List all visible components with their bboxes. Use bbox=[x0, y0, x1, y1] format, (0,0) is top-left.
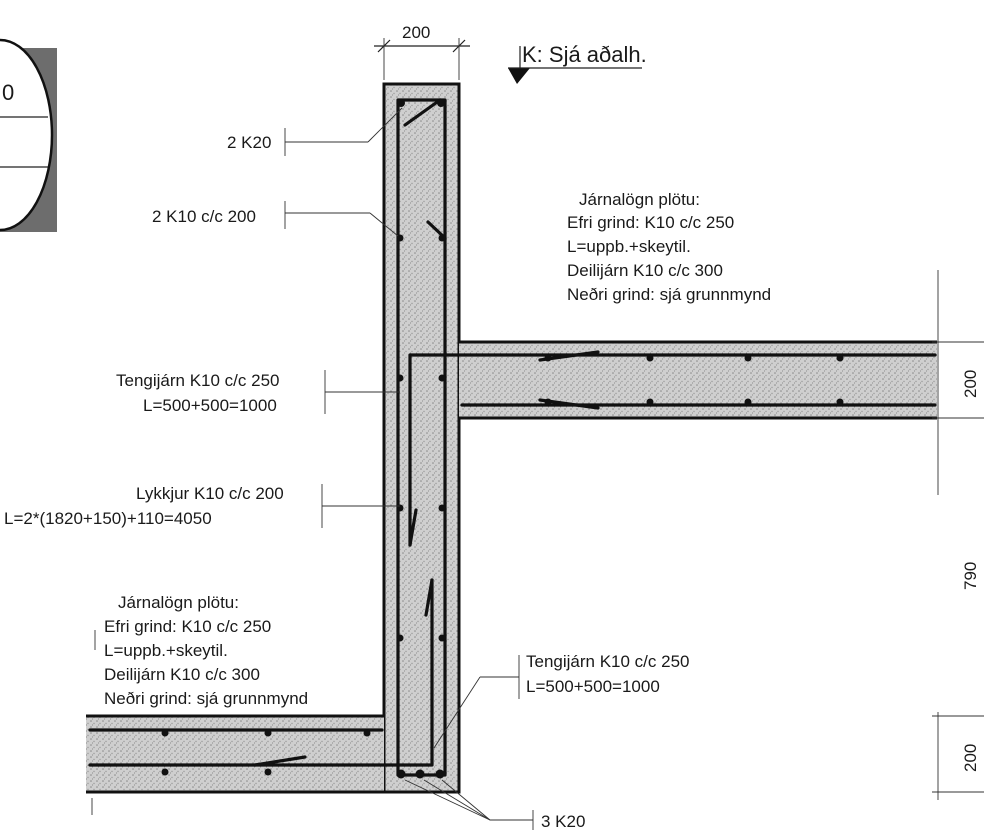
note-line: Deilijárn K10 c/c 300 bbox=[567, 261, 723, 280]
label-lower-ties-2: L=500+500=1000 bbox=[526, 677, 660, 696]
label-bottom-bars: 3 K20 bbox=[541, 812, 585, 831]
wall-section bbox=[382, 82, 461, 794]
rebar-dot bbox=[435, 769, 445, 779]
note-line: Efri grind: K10 c/c 250 bbox=[567, 213, 734, 232]
rebar-dot bbox=[544, 398, 552, 406]
note-line: Járnalögn plötu: bbox=[579, 190, 700, 209]
rebar-dot bbox=[438, 234, 446, 242]
wall-stirrup-loop bbox=[396, 98, 447, 777]
wall-concrete bbox=[384, 84, 459, 792]
note-line: L=uppb.+skeytil. bbox=[104, 641, 228, 660]
rebar-dot bbox=[836, 398, 844, 406]
leader-line bbox=[369, 212, 399, 237]
leader-line bbox=[423, 779, 491, 821]
leader-line bbox=[433, 676, 481, 749]
section-marker-triangle bbox=[508, 68, 530, 84]
rebar-dot bbox=[415, 769, 425, 779]
rebar-dot bbox=[744, 398, 752, 406]
leader-line bbox=[367, 107, 403, 143]
leader-line bbox=[441, 779, 491, 821]
rebar-dot bbox=[438, 634, 446, 642]
rebar-dot bbox=[396, 634, 404, 642]
rebar-dot bbox=[438, 504, 446, 512]
label-upper-ties-2: L=500+500=1000 bbox=[143, 396, 277, 415]
rebar-dot bbox=[836, 354, 844, 362]
rebar-dot bbox=[396, 374, 404, 382]
rebar-dot bbox=[396, 234, 404, 242]
rebar-dot bbox=[646, 398, 654, 406]
label-loops-2: L=2*(1820+150)+110=4050 bbox=[4, 509, 212, 528]
rebar-dot bbox=[438, 374, 446, 382]
upper-tie-arrow bbox=[408, 508, 418, 547]
rebar-dot bbox=[397, 99, 405, 107]
upper-tie-bar bbox=[408, 353, 937, 547]
rebar-dot bbox=[544, 354, 552, 362]
callout-number: 0 bbox=[2, 80, 14, 105]
rebar-dot bbox=[161, 729, 169, 737]
note-line: L=uppb.+skeytil. bbox=[567, 237, 691, 256]
left-slab-concrete bbox=[86, 716, 384, 792]
note-line: Járnalögn plötu: bbox=[118, 593, 239, 612]
note-line: Efri grind: K10 c/c 250 bbox=[104, 617, 271, 636]
note-line: Neðri grind: sjá grunnmynd bbox=[567, 285, 771, 304]
rebar-dot bbox=[437, 99, 445, 107]
dimension-middle-gap: 790 bbox=[961, 562, 980, 590]
dimension-lower-slab: 200 bbox=[961, 744, 980, 772]
wall-annotations: 2 K20 2 K10 c/c 200 Tengijárn K10 c/c 25… bbox=[4, 107, 403, 528]
section-reference: K: Sjá aðalh. bbox=[508, 42, 647, 84]
bottom-bars-annotation: 3 K20 bbox=[404, 779, 585, 831]
detail-callout-symbol: 0 bbox=[0, 38, 57, 232]
note-line: Neðri grind: sjá grunnmynd bbox=[104, 689, 308, 708]
label-loops-1: Lykkjur K10 c/c 200 bbox=[136, 484, 284, 503]
lower-tie-bar bbox=[88, 578, 434, 767]
leader-line bbox=[404, 779, 491, 821]
label-lower-ties-1: Tengijárn K10 c/c 250 bbox=[526, 652, 690, 671]
top-dimension: 200 bbox=[374, 23, 470, 80]
top-dimension-value: 200 bbox=[402, 23, 430, 42]
callout-circle bbox=[0, 38, 54, 232]
rebar-dot bbox=[396, 769, 406, 779]
dimension-upper-slab: 200 bbox=[961, 370, 980, 398]
right-slab-notes: Járnalögn plötu: Efri grind: K10 c/c 250… bbox=[567, 190, 771, 304]
rebar-dot bbox=[264, 768, 272, 776]
rebar-dot bbox=[264, 729, 272, 737]
rebar-dot bbox=[161, 768, 169, 776]
left-slab-notes: Járnalögn plötu: Efri grind: K10 c/c 250… bbox=[94, 593, 308, 708]
label-top-bars: 2 K20 bbox=[227, 133, 271, 152]
lower-tie-arrow bbox=[424, 578, 434, 617]
rebar-dot bbox=[363, 729, 371, 737]
label-upper-ties-1: Tengijárn K10 c/c 250 bbox=[116, 371, 280, 390]
right-dimension-chain: 200 790 200 bbox=[932, 270, 984, 800]
lower-tie-hook bbox=[253, 755, 307, 767]
section-reference-text: K: Sjá aðalh. bbox=[522, 42, 647, 67]
label-stirrups: 2 K10 c/c 200 bbox=[152, 207, 256, 226]
top-diagonal-bar bbox=[403, 98, 442, 127]
rebar-dot bbox=[646, 354, 654, 362]
rebar-group bbox=[88, 98, 937, 779]
lower-ties-annotation: Tengijárn K10 c/c 250 L=500+500=1000 bbox=[433, 652, 690, 749]
rebar-dot bbox=[744, 354, 752, 362]
note-line: Deilijárn K10 c/c 300 bbox=[104, 665, 260, 684]
